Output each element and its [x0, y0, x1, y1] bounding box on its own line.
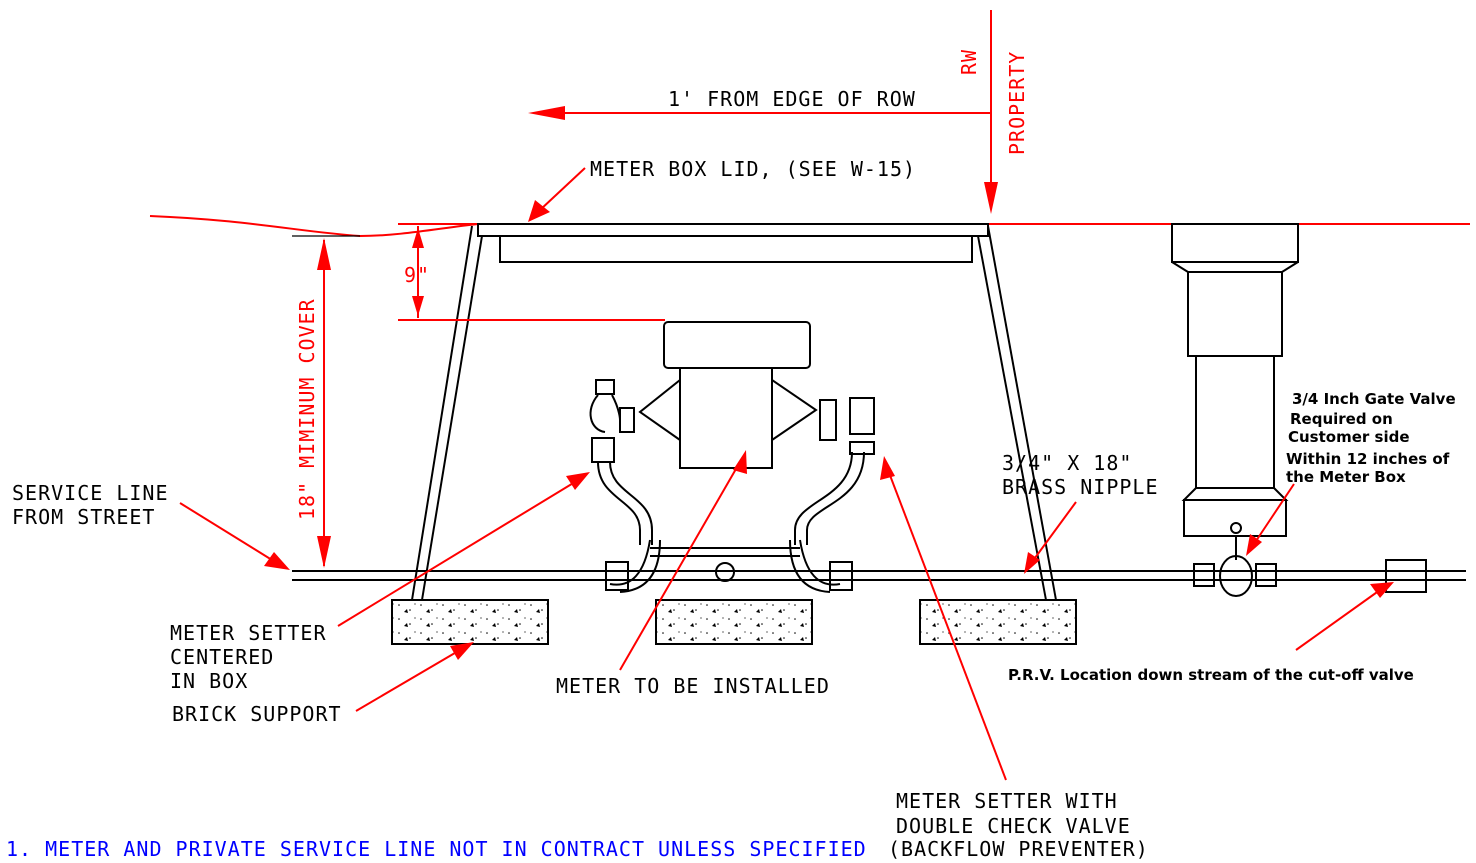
- setter-centered-label-1: METER SETTER: [170, 621, 327, 645]
- rw-label: RW: [957, 49, 981, 75]
- setter-centered-label-2: CENTERED: [170, 645, 274, 669]
- setter-check-label-1: METER SETTER WITH: [896, 789, 1118, 813]
- service-line-pipe: [292, 570, 1466, 581]
- gate-valve-label-2: Required on: [1290, 410, 1393, 428]
- from-edge-label: 1' FROM EDGE OF ROW: [668, 87, 916, 111]
- gate-valve-label-5: the Meter Box: [1286, 468, 1406, 486]
- meter-setter: [591, 437, 875, 593]
- min-cover-label: 18" MIMINUM COVER: [295, 298, 319, 520]
- setter-check-label-2: DOUBLE CHECK VALVE: [896, 814, 1131, 838]
- service-line-label-1: SERVICE LINE: [12, 481, 169, 505]
- ground-line: [149, 215, 1470, 238]
- meter-box: [411, 223, 1057, 601]
- setter-check-label-3: (BACKFLOW PREVENTER): [888, 837, 1149, 861]
- brass-nipple-label-2: BRASS NIPPLE: [1002, 475, 1159, 499]
- gate-valve-label-3: Customer side: [1288, 428, 1410, 446]
- service-line-label-2: FROM STREET: [12, 505, 155, 529]
- brick-supports: [391, 599, 1077, 645]
- brass-nipple-label-1: 3/4" X 18": [1002, 451, 1132, 475]
- water-meter: [589, 321, 875, 469]
- prv-location-label: P.R.V. Location down stream of the cut-o…: [1008, 666, 1414, 684]
- dimension-lines: [179, 10, 1394, 781]
- property-label: PROPERTY: [1005, 51, 1029, 155]
- gate-valve-label-4: Within 12 inches of: [1286, 450, 1450, 468]
- meter-box-lid-label: METER BOX LID, (SEE W-15): [590, 157, 916, 181]
- gate-valve-assembly: [1171, 223, 1427, 597]
- gate-valve-label-1: 3/4 Inch Gate Valve: [1292, 390, 1456, 408]
- nine-inch-label: 9": [404, 263, 430, 287]
- meter-installed-label: METER TO BE INSTALLED: [556, 674, 830, 698]
- setter-centered-label-3: IN BOX: [170, 669, 248, 693]
- contract-note: 1. METER AND PRIVATE SERVICE LINE NOT IN…: [6, 837, 867, 861]
- labels: RW PROPERTY 1' FROM EDGE OF ROW METER BO…: [6, 49, 1456, 861]
- brick-support-label: BRICK SUPPORT: [172, 702, 342, 726]
